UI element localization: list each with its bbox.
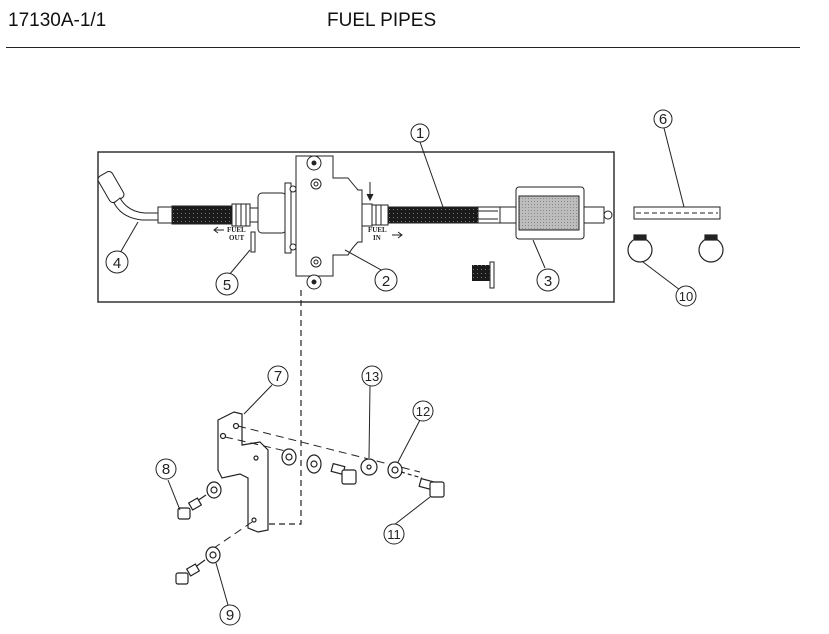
callout-4: 4 [105,250,129,274]
assembly-dashed-line [268,290,302,525]
fuel-out-label: FUEL OUT [213,226,246,242]
assembly-frame [97,151,615,303]
page-title: FUEL PIPES [327,10,437,31]
hardware-right [281,448,445,498]
part-number: 17130A-1/1 [8,10,107,31]
callout-9: 9 [219,604,241,626]
fuel-in-label: FUEL IN [368,226,403,242]
callout-3: 3 [536,268,560,292]
svg-text:2: 2 [382,273,390,290]
fuel-hose-out [97,170,259,227]
callout-5: 5 [215,272,239,296]
svg-text:9: 9 [226,607,234,624]
callout-2: 2 [374,268,398,292]
svg-text:13: 13 [365,369,379,384]
callout-1: 1 [410,123,430,143]
svg-text:12: 12 [416,404,430,419]
fuel-pipe [633,206,721,220]
hose-clip [472,261,495,289]
svg-text:4: 4 [113,255,121,272]
svg-text:11: 11 [387,527,401,542]
hose-clamps [627,234,724,263]
svg-text:10: 10 [679,289,693,304]
svg-text:3: 3 [544,273,552,290]
hardware-left [175,481,222,585]
leader-lines [119,127,685,606]
svg-text:5: 5 [223,277,231,294]
mounting-bracket [217,411,269,533]
callout-12: 12 [412,400,434,422]
svg-text:8: 8 [162,461,170,478]
fuel-filter [499,186,613,240]
svg-text:7: 7 [274,368,282,385]
fuel-hose-in [387,206,501,224]
svg-text:1: 1 [416,125,424,142]
fuel-pump [257,155,389,290]
svg-text:6: 6 [659,111,667,128]
svg-text:FUEL: FUEL [227,226,246,234]
callout-11: 11 [383,523,405,545]
callout-7: 7 [267,365,289,387]
callout-13: 13 [361,365,383,387]
svg-text:IN: IN [373,234,381,242]
callout-8: 8 [155,458,177,480]
svg-text:OUT: OUT [229,234,245,242]
header-divider [6,47,800,48]
pump-pin [250,231,256,253]
callout-6: 6 [653,109,673,129]
svg-text:FUEL: FUEL [368,226,387,234]
callout-10: 10 [675,285,697,307]
